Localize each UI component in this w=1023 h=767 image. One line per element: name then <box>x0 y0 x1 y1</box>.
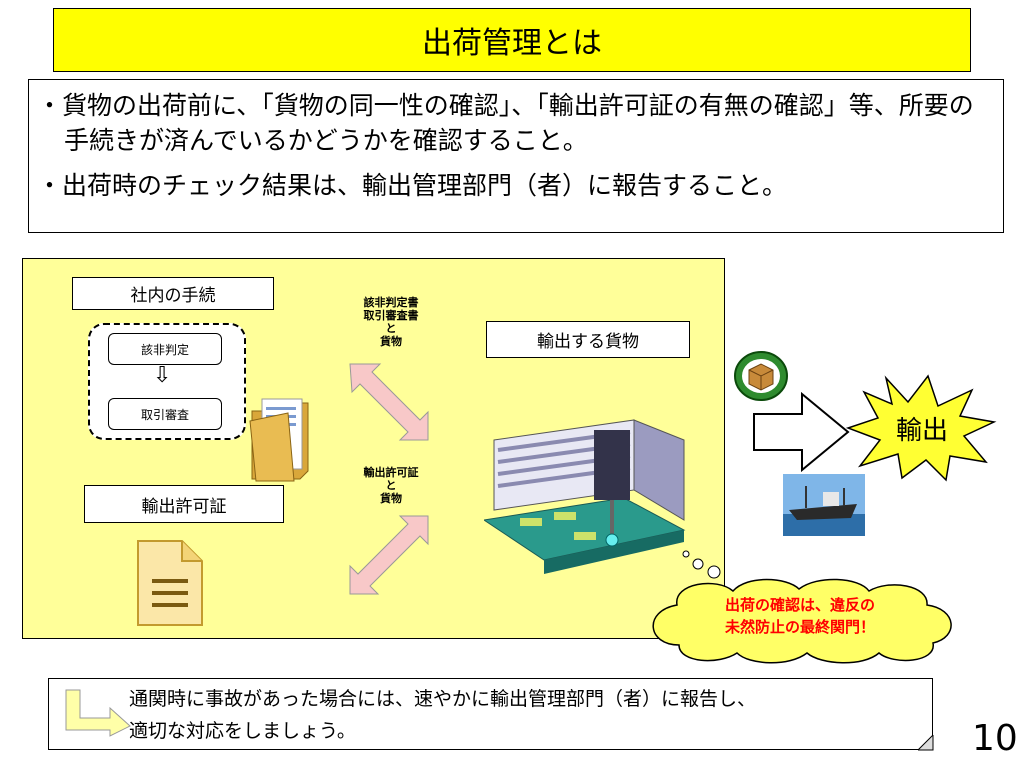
step-transaction-review: 取引審査 <box>108 398 222 430</box>
docs-top-label: 該非判定書 取引審査書 と 貨物 <box>336 296 446 348</box>
bullet-1: ・貨物の出荷前に、「貨物の同一性の確認」、「輸出許可証の有無の確認」等、所要の手… <box>37 91 974 155</box>
folder-icon <box>249 398 309 482</box>
export-burst-text: 輸出 <box>895 416 948 446</box>
docs-top-line: 取引審査書 <box>363 309 419 322</box>
warning-cloud-text: 出荷の確認は、違反の 未然防止の最終関門！ <box>670 594 930 638</box>
cloud-line: 出荷の確認は、違反の <box>724 596 875 614</box>
docs-top-line: 該非判定書 <box>363 296 419 309</box>
bent-arrow-icon <box>65 689 131 737</box>
docs-top-line: 貨物 <box>380 335 402 348</box>
flow-down-arrow: ⇩ <box>153 363 172 388</box>
docs-top-line: と <box>385 322 397 335</box>
docs-bottom-label: 輸出許可証 と 貨物 <box>336 466 446 505</box>
thought-dots <box>682 550 721 579</box>
docs-bottom-line: と <box>385 479 397 492</box>
export-goods-label: 輸出する貨物 <box>486 321 690 358</box>
bullet-2: ・出荷時のチェック結果は、輸出管理部門（者）に報告すること。 <box>37 171 788 200</box>
notice-line: 通関時に事故があった場合には、速やかに輸出管理部門（者）に報告し、 <box>129 688 757 710</box>
machine-icon <box>484 419 686 574</box>
notice-line: 適切な対応をしましょう。 <box>129 720 356 742</box>
package-icon <box>734 351 788 401</box>
page-curl-icon <box>918 735 934 751</box>
cloud-line: 未然防止の最終関門！ <box>724 618 875 636</box>
double-arrow-top <box>349 363 429 441</box>
page-title: 出荷管理とは <box>53 8 971 72</box>
summary-box: ・貨物の出荷前に、「貨物の同一性の確認」、「輸出許可証の有無の確認」等、所要の手… <box>28 79 1004 233</box>
export-burst-icon <box>846 374 997 482</box>
internal-procedures-label: 社内の手続 <box>72 277 274 310</box>
docs-bottom-line: 輸出許可証 <box>363 466 419 479</box>
step-classification: 該非判定 <box>108 333 222 365</box>
ship-icon <box>783 474 865 536</box>
docs-bottom-line: 貨物 <box>380 492 402 505</box>
double-arrow-bottom <box>349 515 429 595</box>
warning-cloud <box>652 578 952 664</box>
export-arrow-icon <box>753 392 850 472</box>
document-icon <box>137 540 203 626</box>
notice-box: 通関時に事故があった場合には、速やかに輸出管理部門（者）に報告し、 適切な対応を… <box>48 678 933 750</box>
export-license-label: 輸出許可証 <box>84 485 284 523</box>
page-number: 10 <box>972 718 1018 759</box>
